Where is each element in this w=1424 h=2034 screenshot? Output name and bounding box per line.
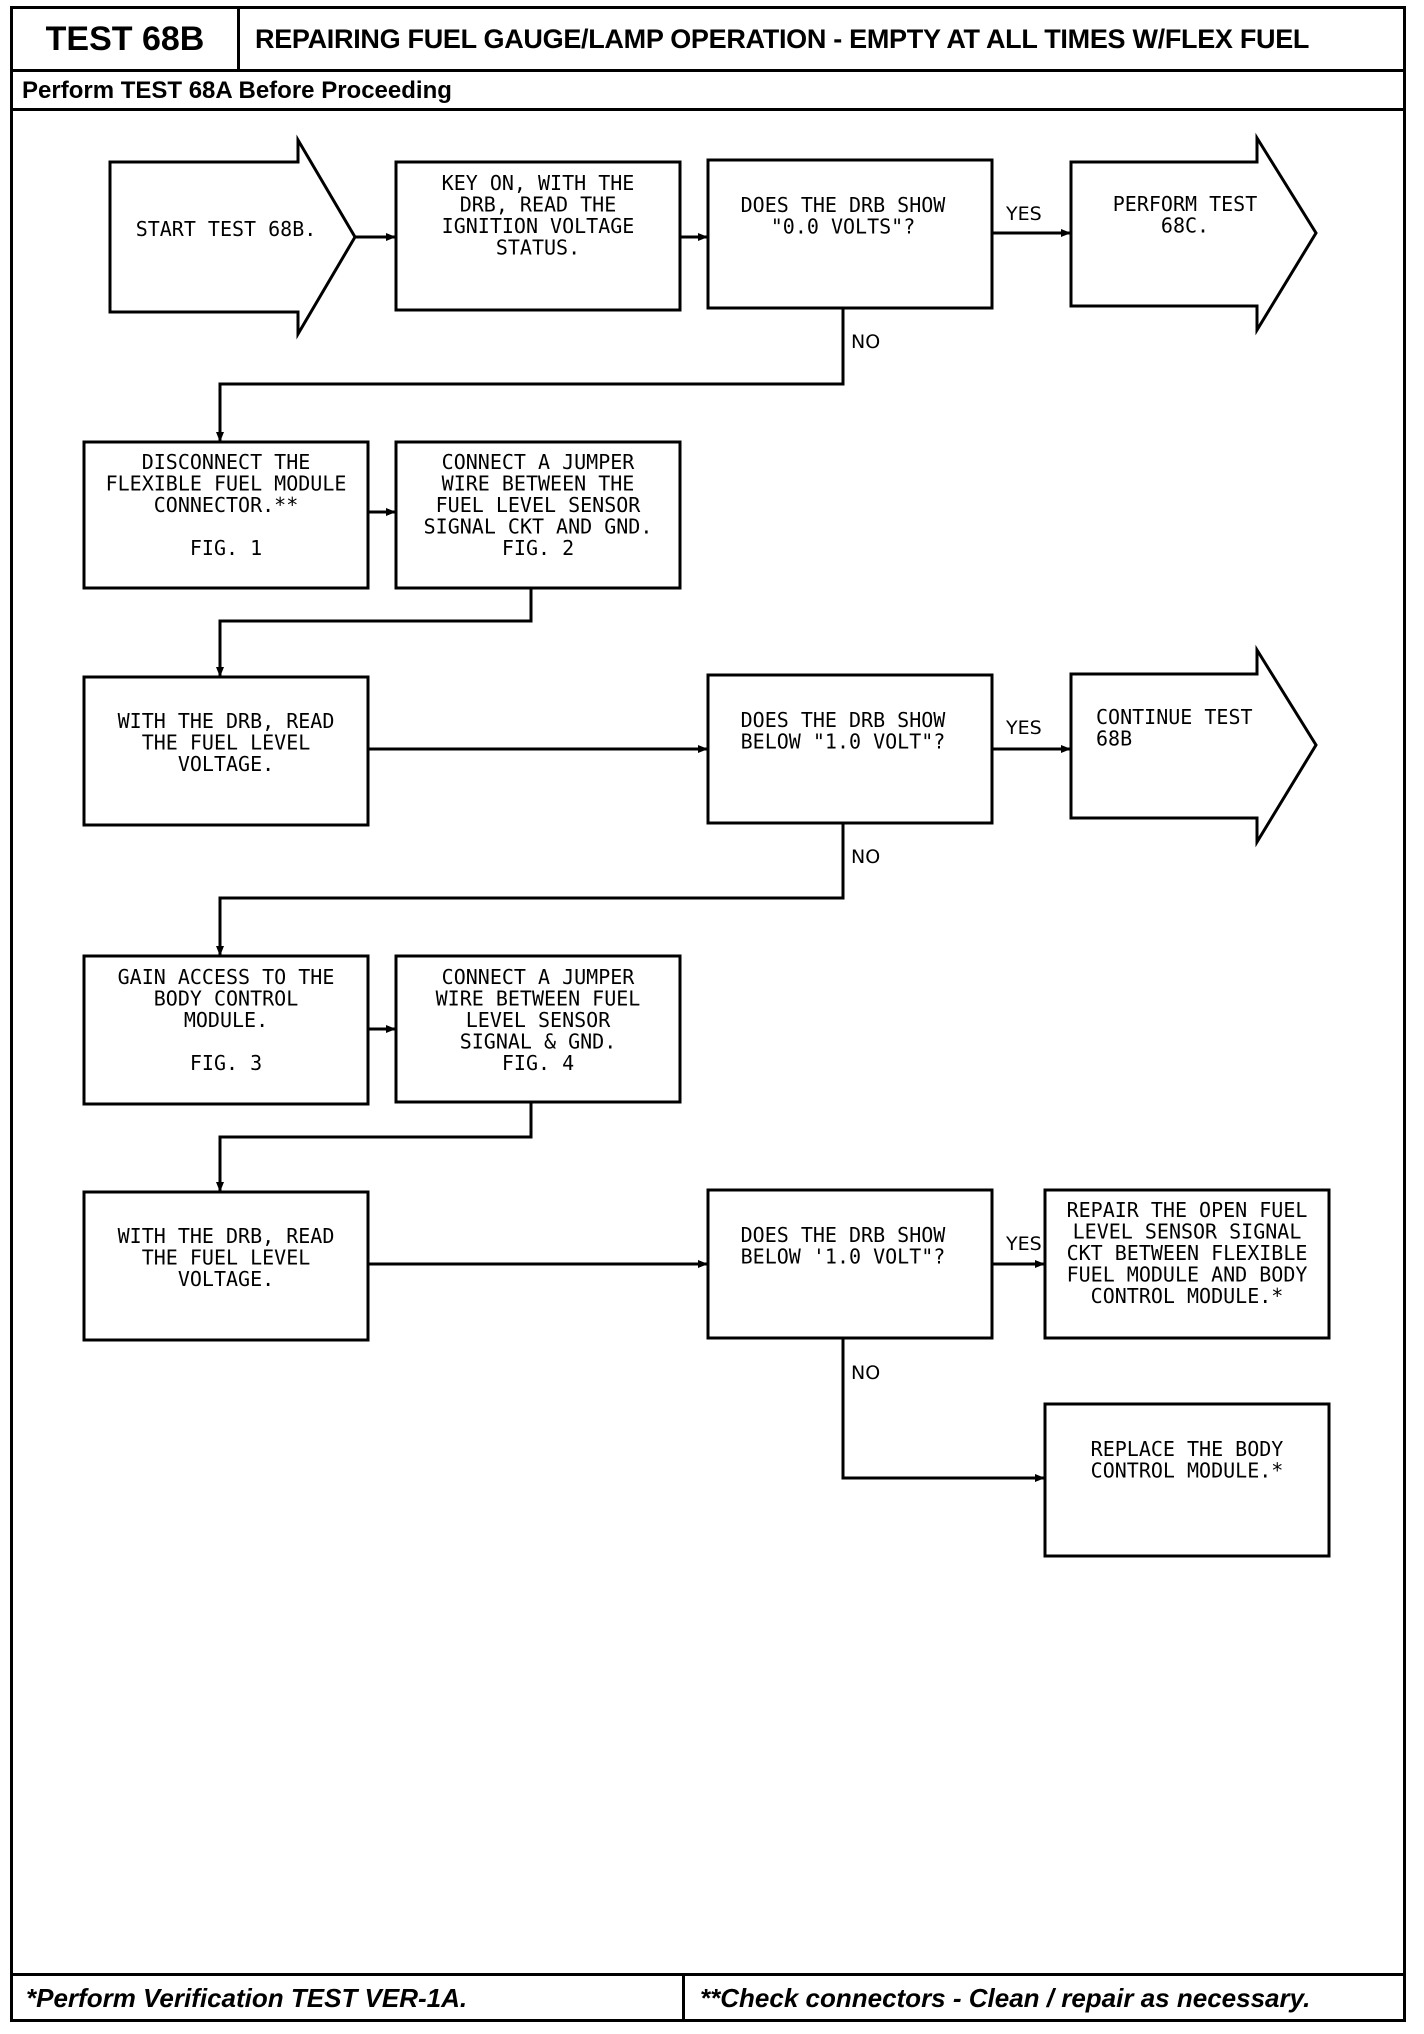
q3-no-result-text-line: CONTROL MODULE.* <box>1091 1459 1284 1483</box>
step4-text-line: VOLTAGE. <box>178 752 274 776</box>
subtitle-divider <box>10 108 1406 111</box>
q3-no-box <box>1043 1402 1331 1558</box>
step3-text-line: CONNECT A JUMPER <box>442 450 636 474</box>
footer-note-verification: *Perform Verification TEST VER-1A. <box>26 1982 468 2013</box>
perform-68c-arrow-shape <box>1069 132 1318 336</box>
step1-text-line: DRB, READ THE <box>460 193 617 217</box>
step3-box <box>394 440 682 590</box>
page-title: REPAIRING FUEL GAUGE/LAMP OPERATION - EM… <box>255 23 1310 54</box>
step3-to-step4 <box>216 588 533 677</box>
step7-text-line: VOLTAGE. <box>178 1267 274 1291</box>
q1-yes-label: YES <box>1005 203 1042 225</box>
q3-yes-result-text-line: LEVEL SENSOR SIGNAL <box>1073 1220 1302 1244</box>
step1-text-line: STATUS. <box>496 236 580 260</box>
step3-text-line: FIG. 2 <box>502 536 574 560</box>
q3-text-line: DOES THE DRB SHOW <box>741 1223 947 1247</box>
footer-row <box>10 1973 1406 2022</box>
q3-yes-result-text-line: CKT BETWEEN FLEXIBLE <box>1067 1241 1308 1265</box>
q2-no-line <box>216 823 845 956</box>
footer-divider <box>682 1973 685 2022</box>
step3-text-line: FUEL LEVEL SENSOR <box>436 493 642 517</box>
q3-no-line <box>841 1338 1045 1482</box>
q3-yes-box <box>1043 1188 1331 1340</box>
step7-text-line: WITH THE DRB, READ <box>118 1224 335 1248</box>
footer-note-connectors: **Check connectors - Clean / repair as n… <box>700 1982 1311 2013</box>
start-text-line: START TEST 68B. <box>136 217 317 241</box>
step4-text-line: THE FUEL LEVEL <box>142 731 311 755</box>
q3-yes-result-text-line: REPAIR THE OPEN FUEL <box>1067 1198 1308 1222</box>
q2-yes-label: YES <box>1005 717 1042 739</box>
step5-text-line: MODULE. <box>184 1008 268 1032</box>
step3-text-line: SIGNAL CKT AND GND. <box>424 515 653 539</box>
step6-box <box>394 954 682 1104</box>
step6-text-line: LEVEL SENSOR <box>466 1008 611 1032</box>
q1-no-label: NO <box>851 331 880 353</box>
q2-yes-result-text-line: CONTINUE TEST <box>1096 705 1253 729</box>
step2-text-line: DISCONNECT THE <box>142 450 311 474</box>
q1-no-line <box>216 308 845 442</box>
q3-yes-result-text-line: CONTROL MODULE.* <box>1091 1284 1284 1308</box>
step7-box <box>82 1190 370 1342</box>
q2-yes-result-text-line: 68B <box>1096 727 1132 751</box>
q2-text-line: DOES THE DRB SHOW <box>741 708 947 732</box>
step6-text-line: FIG. 4 <box>502 1051 574 1075</box>
q2-text-line: BELOW "1.0 VOLT"? <box>741 730 946 754</box>
page-subtitle: Perform TEST 68A Before Proceeding <box>22 77 452 104</box>
q1-yes-result-text-line: PERFORM TEST <box>1113 192 1258 216</box>
step5-text-line: FIG. 3 <box>190 1051 262 1075</box>
q2-no-label: NO <box>851 846 880 868</box>
q1-text-line: "0.0 VOLTS"? <box>771 215 916 239</box>
step6-to-step7 <box>216 1102 533 1192</box>
step2-text-line: FIG. 1 <box>190 536 262 560</box>
test-id: TEST 68B <box>10 6 240 72</box>
step2-box <box>82 440 370 590</box>
q1-text-line: DOES THE DRB SHOW <box>741 193 947 217</box>
q3-text-line: BELOW '1.0 VOLT"? <box>741 1245 946 1269</box>
q3-no-label: NO <box>851 1362 880 1384</box>
step6-text-line: WIRE BETWEEN FUEL <box>436 987 641 1011</box>
start-arrow-shape <box>108 134 357 340</box>
step6-text-line: SIGNAL & GND. <box>460 1030 617 1054</box>
step5-text-line: GAIN ACCESS TO THE <box>118 965 335 989</box>
q3-yes-result-text-line: FUEL MODULE AND BODY <box>1067 1263 1308 1287</box>
step6-text-line: CONNECT A JUMPER <box>442 965 636 989</box>
step3-text-line: WIRE BETWEEN THE <box>442 472 635 496</box>
q1-yes-result-text-line: 68C. <box>1161 214 1209 238</box>
step2-text-line: FLEXIBLE FUEL MODULE <box>106 472 347 496</box>
step4-text-line: WITH THE DRB, READ <box>118 709 335 733</box>
q3-no-result-text-line: REPLACE THE BODY <box>1091 1437 1284 1461</box>
q3-yes-label: YES <box>1005 1233 1042 1255</box>
step4-box <box>82 675 370 827</box>
continue-68b-arrow-shape <box>1069 644 1318 848</box>
step2-text-line: CONNECTOR.** <box>154 493 299 517</box>
step1-text-line: KEY ON, WITH THE <box>442 171 635 195</box>
step1-text-line: IGNITION VOLTAGE <box>442 214 635 238</box>
step5-text-line: BODY CONTROL <box>154 987 299 1011</box>
step7-text-line: THE FUEL LEVEL <box>142 1246 311 1270</box>
